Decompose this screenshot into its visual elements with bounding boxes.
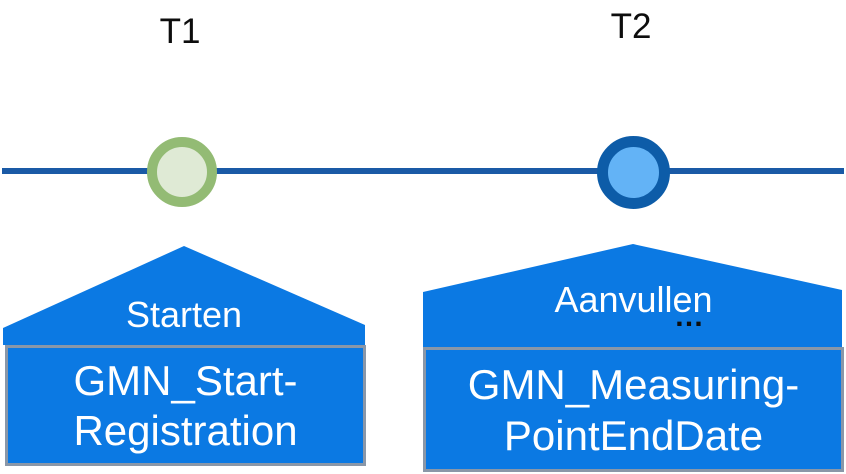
callout-box-start-registration: GMN_Start- Registration <box>5 345 366 466</box>
box-text-line2: PointEndDate <box>503 411 764 459</box>
timepoint-label-t1: T1 <box>159 12 201 51</box>
box-text-line1: GMN_Measuring- <box>467 360 800 408</box>
ellipsis-text: … <box>674 300 706 333</box>
timepoint-label-t2: T2 <box>610 7 652 46</box>
callout-title-starten: Starten <box>125 294 243 335</box>
callout-roof-shape <box>3 246 365 345</box>
callout-roof-starten <box>3 246 365 345</box>
callout-title-aanvullen: Aanvullen <box>554 279 713 320</box>
box-text-line1: GMN_Start- <box>73 356 298 404</box>
timeline-marker-t1 <box>147 137 217 207</box>
callout-roof-aanvullen <box>423 244 842 347</box>
timeline-marker-t2 <box>597 136 670 209</box>
callout-roof-shape <box>423 244 842 347</box>
callout-box-measuringpoint-enddate: GMN_Measuring- PointEndDate <box>423 347 844 472</box>
box-text-line2: Registration <box>73 406 298 454</box>
timeline-line <box>2 168 844 174</box>
